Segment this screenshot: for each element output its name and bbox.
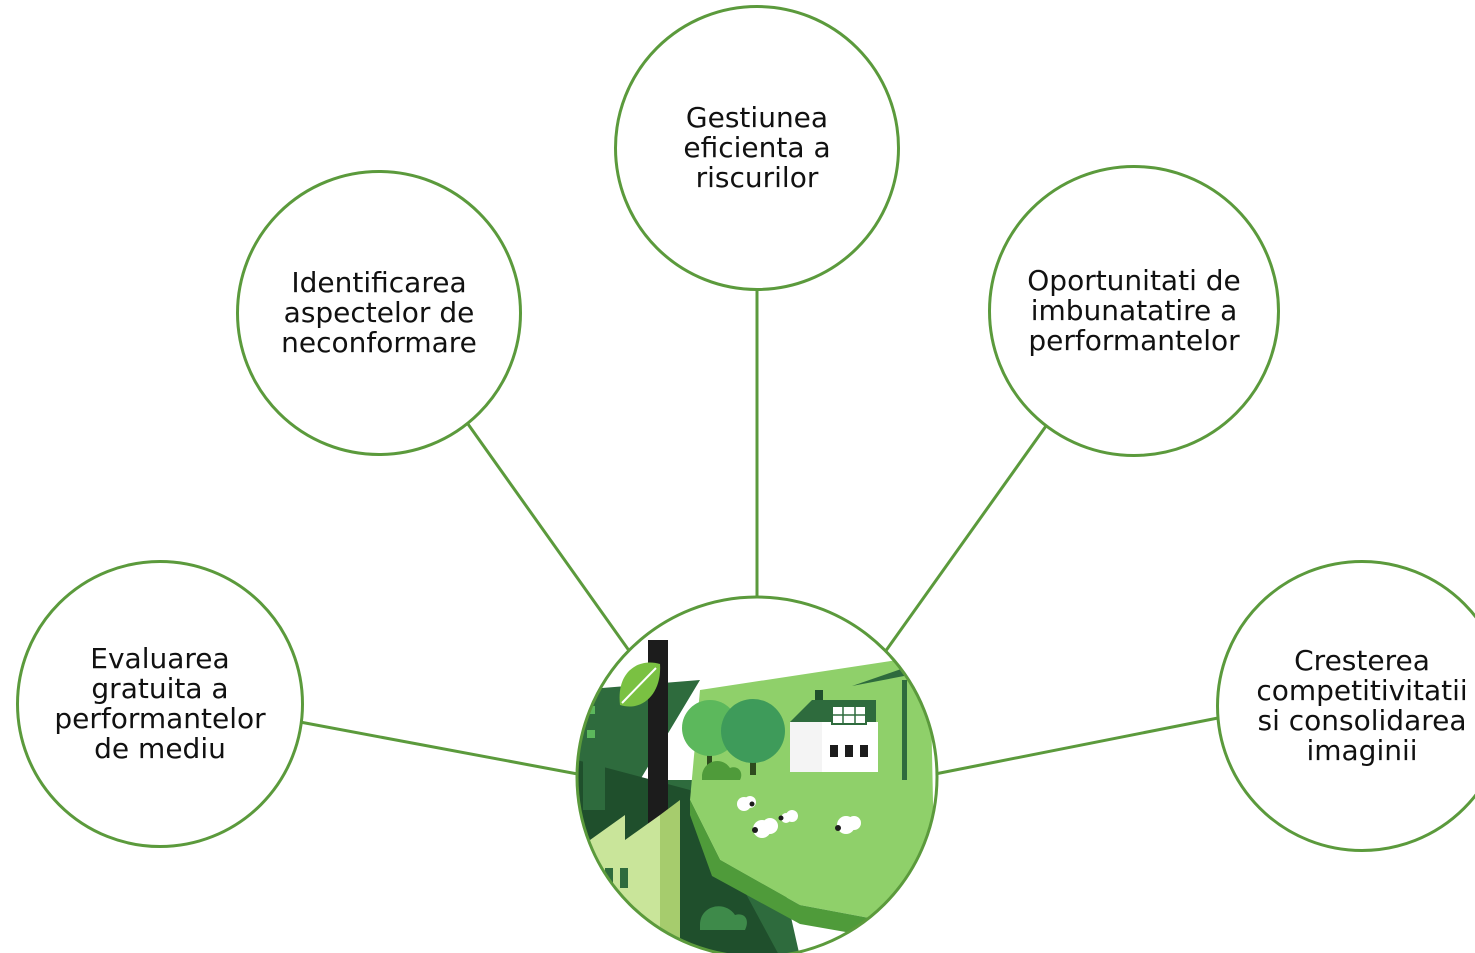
node-gestiune: Gestiunea eficienta a riscurilor	[614, 5, 900, 291]
node-label-identificare: Identificarea aspectelor de neconformare	[281, 266, 477, 359]
node-crestere: Cresterea competitivitatii si consolidar…	[1216, 560, 1475, 852]
node-oportunitati: Oportunitati de imbunatatire a performan…	[988, 165, 1280, 457]
eco-industry-illustration	[575, 595, 939, 953]
node-label-crestere: Cresterea competitivitatii si consolidar…	[1256, 644, 1468, 767]
connector-identificare	[456, 409, 632, 653]
node-label-gestiune: Gestiunea eficienta a riscurilor	[683, 101, 831, 194]
node-evaluare: Evaluarea gratuita a performantelor de m…	[16, 560, 304, 848]
connector-crestere	[934, 716, 1219, 776]
node-label-evaluare: Evaluarea gratuita a performantelor de m…	[54, 642, 266, 765]
connector-evaluare	[299, 720, 584, 777]
node-identificare: Identificarea aspectelor de neconformare	[236, 170, 522, 456]
node-label-oportunitati: Oportunitati de imbunatatire a performan…	[1027, 264, 1241, 357]
connector-oportunitati	[883, 411, 1058, 653]
